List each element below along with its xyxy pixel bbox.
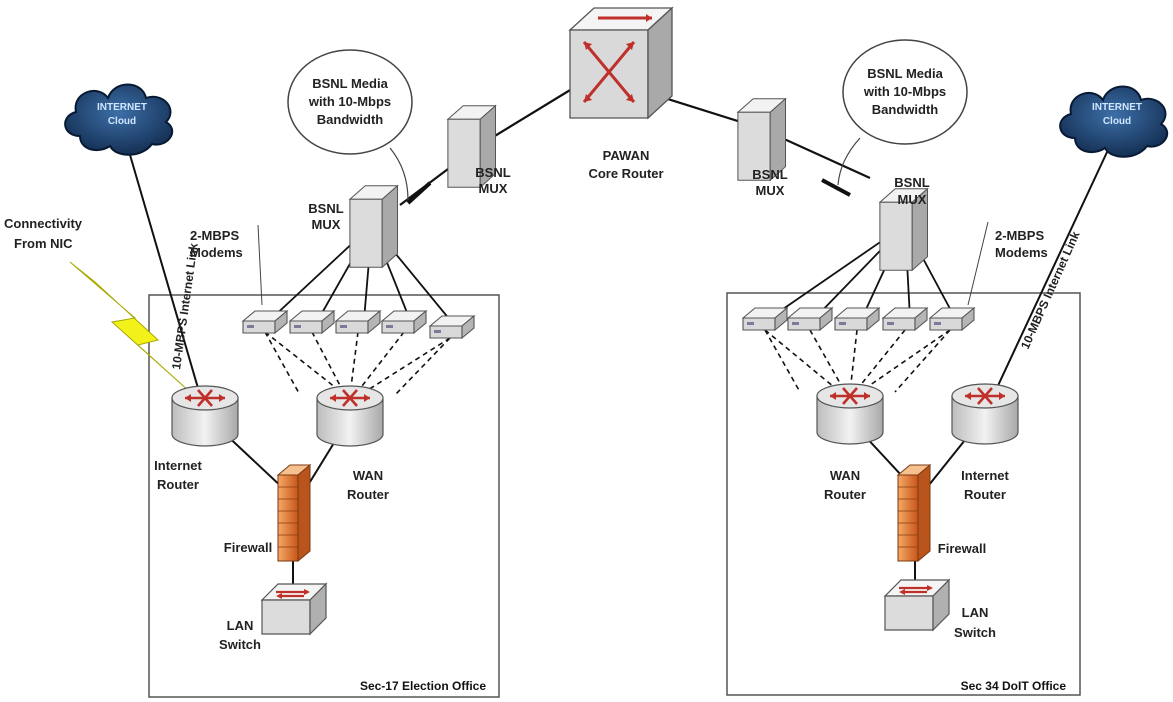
media-callout-tail-right [837, 137, 861, 186]
firewall-left-label: Firewall [224, 540, 272, 555]
internet-link-line-left [127, 147, 201, 396]
lightning-bolt-icon [69, 261, 191, 393]
cloud-left-line1: INTERNET [97, 102, 147, 113]
modems-label-leader-right [967, 221, 989, 306]
media-callout-left-line3: Bandwidth [317, 112, 383, 127]
internet-router-left-line1: Internet [154, 458, 202, 473]
wan-router-left [315, 384, 385, 448]
media-callout-line-right [821, 178, 851, 197]
wan-router-left-line2: Router [347, 487, 389, 502]
office-name-left: Sec-17 Election Office [360, 679, 486, 693]
backbone-mux-right-line2: MUX [756, 183, 785, 198]
media-callout-bubble-left [287, 49, 413, 155]
lan-switch-left [260, 582, 328, 636]
cloud-left-line2: Cloud [108, 116, 136, 127]
modems-label-left-line1: 2-MBPS [190, 228, 239, 243]
office-mux-left [349, 185, 399, 268]
backbone-mux-left-line1: BSNL [475, 165, 510, 180]
media-callout-right-line3: Bandwidth [872, 102, 938, 117]
modems-label-left-line2: Modems [190, 245, 243, 260]
modems-label-right-line2: Modems [995, 245, 1048, 260]
core-router [568, 6, 674, 120]
office-box-right [726, 292, 1081, 696]
office-mux-right-line2: MUX [898, 192, 927, 207]
backbone-mux-left-line2: MUX [479, 181, 508, 196]
modems-label-right-line1: 2-MBPS [995, 228, 1044, 243]
internet-link-line-right [994, 149, 1109, 393]
connectivity-line2: From NIC [14, 236, 73, 251]
modem-right-4 [882, 307, 928, 331]
wan-router-right-line2: Router [824, 487, 866, 502]
office-mux-left-line1: BSNL [308, 201, 343, 216]
media-callout-tail-left [389, 147, 409, 201]
wan-router-left-line1: WAN [353, 468, 383, 483]
modem-right-5 [929, 307, 975, 331]
lan-switch-right [883, 578, 951, 632]
internet-router-left [170, 384, 240, 448]
office-mux-right-line1: BSNL [894, 175, 929, 190]
office-box-left [148, 294, 500, 698]
media-callout-right-line2: with 10-Mbps [863, 84, 946, 99]
connectivity-line1: Connectivity [4, 216, 83, 231]
media-callout-right-line1: BSNL Media [867, 66, 943, 81]
firewall-right [897, 464, 931, 562]
internet-router-right-line1: Internet [961, 468, 1009, 483]
core-router-subtitle: Core Router [588, 166, 663, 181]
modem-right-3 [834, 307, 880, 331]
modem-left-5 [429, 315, 475, 339]
internet-router-right [950, 382, 1020, 446]
lan-switch-left-line1: LAN [227, 618, 254, 633]
cloud-right-line1: INTERNET [1092, 102, 1142, 113]
modems-label-leader-left [257, 224, 263, 306]
media-callout-left-line2: with 10-Mbps [308, 94, 391, 109]
modem-right-1 [742, 307, 788, 331]
right-dashed-links [764, 329, 951, 393]
core-router-name: PAWAN [603, 148, 650, 163]
modem-left-4 [381, 310, 427, 334]
cloud-right-line2: Cloud [1103, 116, 1131, 127]
media-callout-left-line1: BSNL Media [312, 76, 388, 91]
media-callout-bubble-right [842, 39, 968, 145]
firewall-right-label: Firewall [938, 541, 986, 556]
media-callout-line-left [406, 181, 432, 205]
modem-left-3 [335, 310, 381, 334]
office-name-right: Sec 34 DoIT Office [961, 679, 1067, 693]
wan-router-right-line1: WAN [830, 468, 860, 483]
backbone-mux-right-line1: BSNL [752, 167, 787, 182]
wan-router-right [815, 382, 885, 446]
modem-left-1 [242, 310, 288, 334]
lan-switch-right-line2: Switch [954, 625, 996, 640]
modem-left-2 [289, 310, 335, 334]
modem-right-2 [787, 307, 833, 331]
internet-router-left-line2: Router [157, 477, 199, 492]
lan-switch-right-line1: LAN [962, 605, 989, 620]
lan-switch-left-line2: Switch [219, 637, 261, 652]
left-dashed-links [264, 331, 451, 396]
internet-router-right-line2: Router [964, 487, 1006, 502]
office-mux-left-line2: MUX [312, 217, 341, 232]
firewall-left [277, 464, 311, 562]
